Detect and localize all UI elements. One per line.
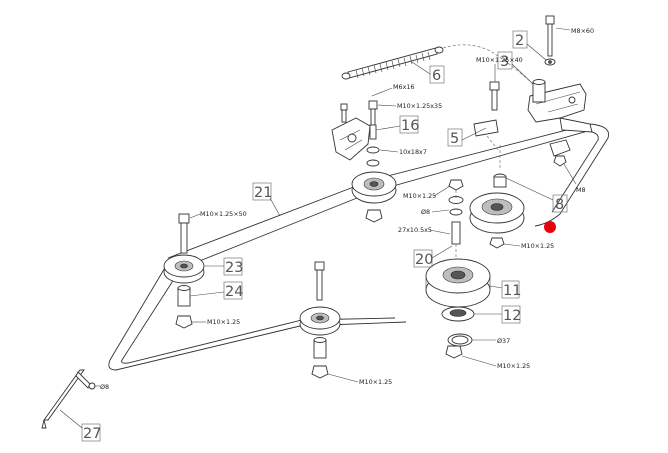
callout-8: 8 <box>505 177 568 213</box>
center-hardware-stack <box>448 179 464 260</box>
linkage-rod-27 <box>41 369 96 429</box>
svg-text:3: 3 <box>500 54 509 70</box>
bearing-12 <box>441 306 475 322</box>
spec-labels: M8×60 M10×1.25×40 M6x16 M10×1.25x35 10x1… <box>94 27 594 391</box>
bolt-m10x40 <box>489 81 500 111</box>
callout-21: 21 <box>252 182 281 217</box>
callout-23: 23 <box>204 257 243 276</box>
spacer-sleeve-3 <box>532 79 546 103</box>
bolt-m8x60 <box>544 15 556 66</box>
callout-5: 5 <box>447 127 487 147</box>
callout-12: 12 <box>474 305 521 324</box>
label-d37: Ø37 <box>497 337 510 345</box>
callout-6: 6 <box>411 61 445 84</box>
callout-2: 2 <box>512 30 547 61</box>
hardware-right <box>549 139 571 167</box>
label-m10x125-e: M10×1.25 <box>359 378 392 386</box>
bolt-m10x50 <box>175 213 193 329</box>
label-m10x125-a: M10×1.25 <box>403 192 436 200</box>
label-d8-b: Ø8 <box>100 383 109 391</box>
svg-text:23: 23 <box>225 260 243 276</box>
svg-text:21: 21 <box>254 185 272 201</box>
tension-spring <box>341 44 561 116</box>
callout-3: 3 <box>497 51 534 85</box>
label-10x18x7: 10x18x7 <box>399 148 427 156</box>
mounting-bracket-16 <box>331 100 380 167</box>
drive-pulley-11 <box>425 258 491 308</box>
svg-text:8: 8 <box>555 197 564 213</box>
svg-text:27: 27 <box>83 426 101 442</box>
svg-text:12: 12 <box>503 308 521 324</box>
label-m10x125-b: M10×1.25 <box>521 242 554 250</box>
idler-pulley-23 <box>163 254 205 284</box>
label-m10x125-c: M10×1.25 <box>207 318 240 326</box>
idler-pulley-8 <box>469 173 525 249</box>
svg-text:6: 6 <box>432 68 441 84</box>
idler-pulley-upper <box>351 171 397 223</box>
callout-24: 24 <box>189 281 243 300</box>
callout-27: 27 <box>59 409 101 442</box>
label-m10x125x35: M10×1.25x35 <box>397 102 442 110</box>
label-m10x125-d: M10×1.25 <box>497 362 530 370</box>
callout-20: 20 <box>413 245 453 268</box>
circlip-and-nut <box>445 333 473 359</box>
label-m8: M8 <box>576 186 586 194</box>
svg-text:2: 2 <box>515 33 524 49</box>
svg-text:20: 20 <box>415 252 433 268</box>
label-m10x125x50: M10×1.25×50 <box>200 210 247 218</box>
label-m8x60: M8×60 <box>571 27 594 35</box>
svg-text:11: 11 <box>503 283 521 299</box>
label-27x105x5: 27x10.5x5 <box>398 226 432 234</box>
svg-text:5: 5 <box>450 131 459 147</box>
label-m10x125x40: M10×1.25×40 <box>476 56 523 64</box>
red-marker-dot <box>544 221 556 233</box>
idler-pulley-lower <box>299 261 341 379</box>
label-m6x16: M6x16 <box>393 83 415 91</box>
callout-16: 16 <box>375 115 419 134</box>
callout-11: 11 <box>489 280 521 299</box>
svg-text:16: 16 <box>401 118 419 134</box>
label-d8-a: Ø8 <box>421 208 430 216</box>
svg-text:24: 24 <box>225 284 243 300</box>
